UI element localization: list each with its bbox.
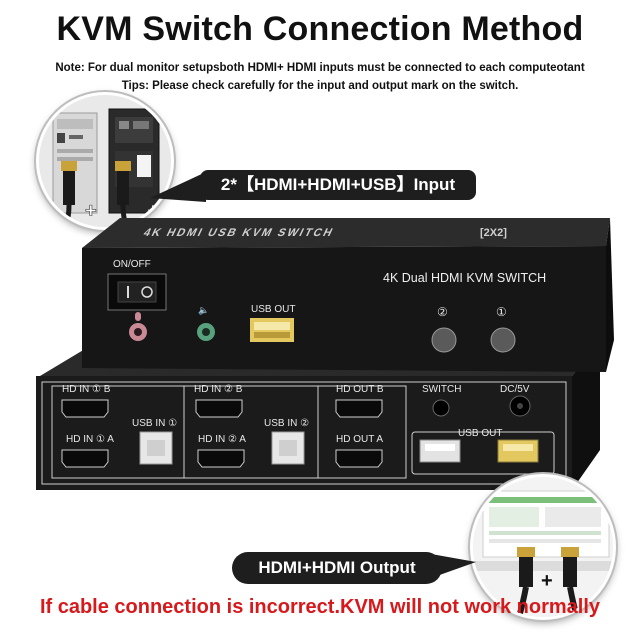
usb-in-2-label: USB IN ②	[264, 418, 310, 429]
warning-text: If cable connection is incorrect.KVM wil…	[39, 596, 601, 618]
output-callout: HDMI+HDMI Output	[232, 552, 442, 584]
computer-towers-illustration: + +	[39, 95, 171, 227]
front-title: 4K Dual HDMI KVM SWITCH	[383, 271, 547, 285]
usb-in-1-label: USB IN ①	[132, 418, 178, 429]
dc-label: DC/5V	[500, 384, 530, 395]
button-1-label: ①	[496, 305, 507, 319]
plus-sign-output: +	[541, 570, 553, 592]
monitor-cables-illustration: +	[473, 477, 613, 617]
on-off-label: ON/OFF	[113, 259, 151, 270]
switch-label: SWITCH	[422, 384, 462, 395]
speaker-icon: 🔈	[198, 305, 210, 315]
hd-in-1-b-label: HD IN ① B	[62, 384, 111, 395]
computer-input-photo: + +	[36, 92, 174, 230]
hd-out-b-label: HD OUT B	[336, 384, 384, 395]
tips-text: Tips: Please check carefully for the inp…	[121, 80, 519, 92]
plus-sign-left: +	[85, 200, 97, 222]
top-model: [2X2]	[480, 227, 507, 239]
hd-in-2-a-label: HD IN ② A	[198, 434, 246, 445]
top-label: 4K HDMI USB KVM SWITCH	[141, 227, 337, 239]
hd-in-1-a-label: HD IN ① A	[66, 434, 114, 445]
button-2-label: ②	[437, 305, 448, 319]
usb-out-back-label: USB OUT	[458, 428, 503, 439]
hd-in-2-b-label: HD IN ② B	[194, 384, 243, 395]
page-title: KVM Switch Connection Method	[56, 10, 584, 48]
hd-out-a-label: HD OUT A	[336, 434, 384, 445]
callout-pointer-icon	[150, 172, 206, 202]
usb-out-front-label: USB OUT	[251, 304, 296, 315]
input-callout: 2*【HDMI+HDMI+USB】Input	[200, 170, 476, 200]
kvm-device-illustration	[36, 218, 614, 490]
monitor-output-photo: +	[470, 474, 616, 620]
note-text: Note: For dual monitor setupsboth HDMI+ …	[55, 62, 585, 74]
